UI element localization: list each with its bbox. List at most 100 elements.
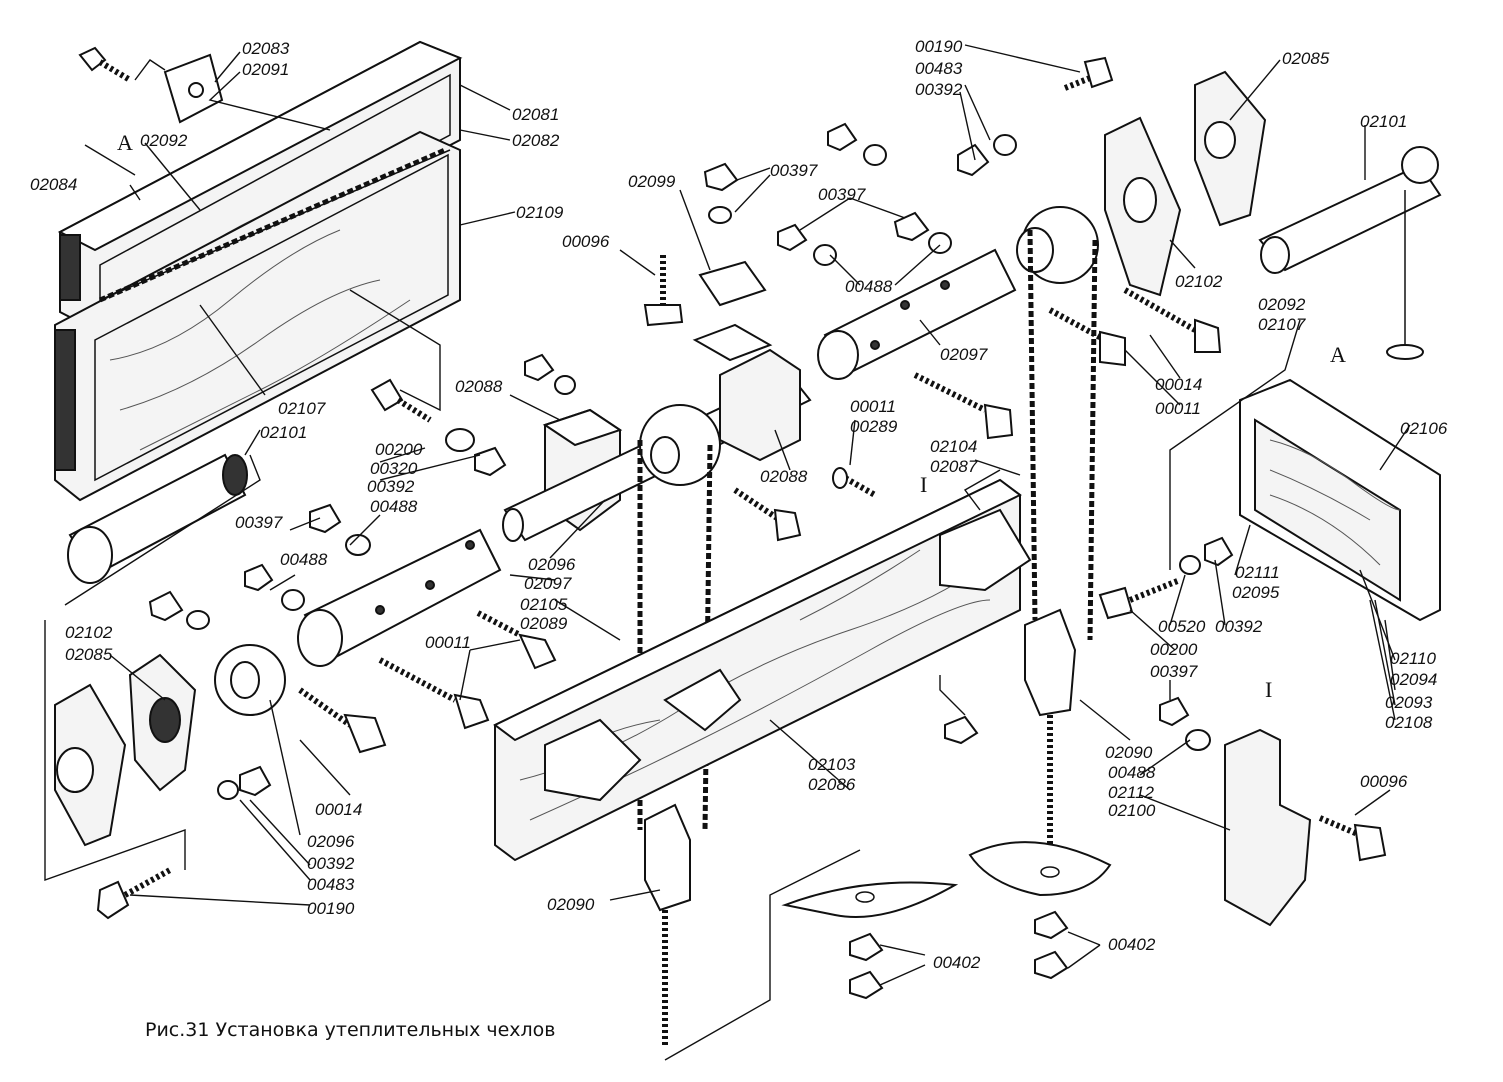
label-02102: 02102 bbox=[1175, 272, 1223, 291]
screw-02090-left bbox=[644, 803, 691, 1045]
label-02090: 02090 bbox=[547, 895, 595, 914]
label-02090: 02090 bbox=[1105, 743, 1153, 762]
shaft-02097-left bbox=[297, 528, 502, 667]
label-00488: 00488 bbox=[845, 277, 893, 296]
bracket-02112 bbox=[1224, 728, 1312, 927]
label-00520: 00520 bbox=[1158, 617, 1206, 636]
label-02081: 02081 bbox=[512, 105, 559, 124]
bracket-02099 bbox=[692, 260, 773, 362]
shaft-02097-right bbox=[817, 248, 1017, 380]
label-02102: 02102 bbox=[65, 623, 113, 642]
shaft-02101-left bbox=[67, 453, 248, 584]
nuts-center-left bbox=[524, 353, 576, 395]
label-02106: 02106 bbox=[1400, 419, 1448, 438]
label-00402: 00402 bbox=[933, 953, 981, 972]
label-02112: 02112 bbox=[1108, 783, 1155, 802]
nuts-00402-right bbox=[1034, 910, 1069, 980]
label-02085: 02085 bbox=[1282, 49, 1330, 68]
nuts-washers-upper-right bbox=[777, 56, 1114, 266]
label-02097: 02097 bbox=[524, 574, 572, 593]
label-02105: 02105 bbox=[520, 595, 568, 614]
small-parts-lower-left bbox=[96, 590, 387, 920]
label-02097: 02097 bbox=[940, 345, 988, 364]
label-02088: 02088 bbox=[760, 467, 808, 486]
bracket-02102-left bbox=[128, 653, 197, 792]
bolt-00096-center bbox=[643, 255, 684, 327]
view-marker-a-left: A bbox=[117, 130, 133, 155]
bolts-right-upper bbox=[913, 287, 1222, 440]
label-00488: 00488 bbox=[280, 550, 328, 569]
label-00011: 00011 bbox=[1155, 399, 1201, 418]
label-00014: 00014 bbox=[315, 800, 362, 819]
label-00190: 00190 bbox=[307, 899, 355, 918]
sprocket-center bbox=[639, 404, 721, 486]
leader-lines bbox=[44, 44, 1411, 1061]
label-02083: 02083 bbox=[242, 39, 290, 58]
nuts-00402-left bbox=[849, 932, 884, 1000]
label-02104: 02104 bbox=[930, 437, 977, 456]
screw-02090-right bbox=[1024, 608, 1077, 860]
label-02092: 02092 bbox=[140, 131, 188, 150]
label-00392: 00392 bbox=[915, 80, 963, 99]
chain-right bbox=[1027, 229, 1098, 641]
crank-handle-02101 bbox=[1258, 146, 1442, 360]
label-00014: 00014 bbox=[1155, 375, 1202, 394]
label-02088: 02088 bbox=[455, 377, 503, 396]
label-02103: 02103 bbox=[808, 755, 856, 774]
label-02089: 02089 bbox=[520, 614, 568, 633]
label-02084: 02084 bbox=[30, 175, 77, 194]
label-02096: 02096 bbox=[528, 555, 576, 574]
label-02100: 02100 bbox=[1108, 801, 1156, 820]
label-00488: 00488 bbox=[370, 497, 418, 516]
label-00320: 00320 bbox=[370, 459, 418, 478]
lower-cover-panel bbox=[54, 130, 461, 502]
washers-nuts-left bbox=[244, 428, 507, 611]
label-02099: 02099 bbox=[628, 172, 676, 191]
label-02107: 02107 bbox=[278, 399, 326, 418]
base-plate-right bbox=[968, 841, 1112, 897]
label-00392: 00392 bbox=[1215, 617, 1263, 636]
label-02095: 02095 bbox=[1232, 583, 1280, 602]
label-02094: 02094 bbox=[1390, 670, 1437, 689]
bolt-02083 bbox=[78, 46, 132, 83]
figure-caption: Рис.31 Установка утеплительных чехлов bbox=[145, 1019, 556, 1041]
label-02101: 02101 bbox=[1360, 112, 1407, 131]
label-02087: 02087 bbox=[930, 457, 978, 476]
view-marker-i-right: I bbox=[1265, 677, 1272, 702]
label-02085: 02085 bbox=[65, 645, 113, 664]
sprocket-left bbox=[214, 644, 286, 716]
label-02096: 02096 bbox=[307, 832, 355, 851]
bolt-00096-right bbox=[1318, 815, 1387, 862]
label-02101: 02101 bbox=[260, 423, 307, 442]
label-00096: 00096 bbox=[562, 232, 610, 251]
label-00397: 00397 bbox=[1150, 662, 1198, 681]
label-00392: 00392 bbox=[307, 854, 355, 873]
label-00397: 00397 bbox=[235, 513, 283, 532]
label-02092: 02092 bbox=[1258, 295, 1306, 314]
label-00190: 00190 bbox=[915, 37, 963, 56]
sprocket-right bbox=[1016, 206, 1099, 284]
label-00011: 00011 bbox=[425, 633, 471, 652]
label-00011: 00011 bbox=[850, 397, 896, 416]
label-00397: 00397 bbox=[770, 161, 818, 180]
label-00289: 00289 bbox=[850, 417, 898, 436]
bolt-00200-left bbox=[370, 378, 432, 423]
label-00096: 00096 bbox=[1360, 772, 1408, 791]
label-02107: 02107 bbox=[1258, 315, 1306, 334]
label-00200: 00200 bbox=[1150, 640, 1198, 659]
label-00488: 00488 bbox=[1108, 763, 1156, 782]
nut-lower-center bbox=[944, 715, 979, 745]
label-02082: 02082 bbox=[512, 131, 560, 150]
bolts-00011-left bbox=[378, 610, 557, 730]
brackets-on-beam bbox=[544, 508, 1032, 802]
label-02110: 02110 bbox=[1390, 649, 1437, 668]
bracket-02085-right bbox=[1194, 70, 1267, 227]
label-00200: 00200 bbox=[375, 440, 423, 459]
bracket-02085-left bbox=[54, 683, 127, 847]
label-00483: 00483 bbox=[307, 875, 355, 894]
label-00392: 00392 bbox=[367, 477, 415, 496]
bolt-center-lower bbox=[733, 467, 877, 542]
base-plate-left bbox=[781, 881, 959, 918]
plate-02083 bbox=[163, 53, 224, 124]
